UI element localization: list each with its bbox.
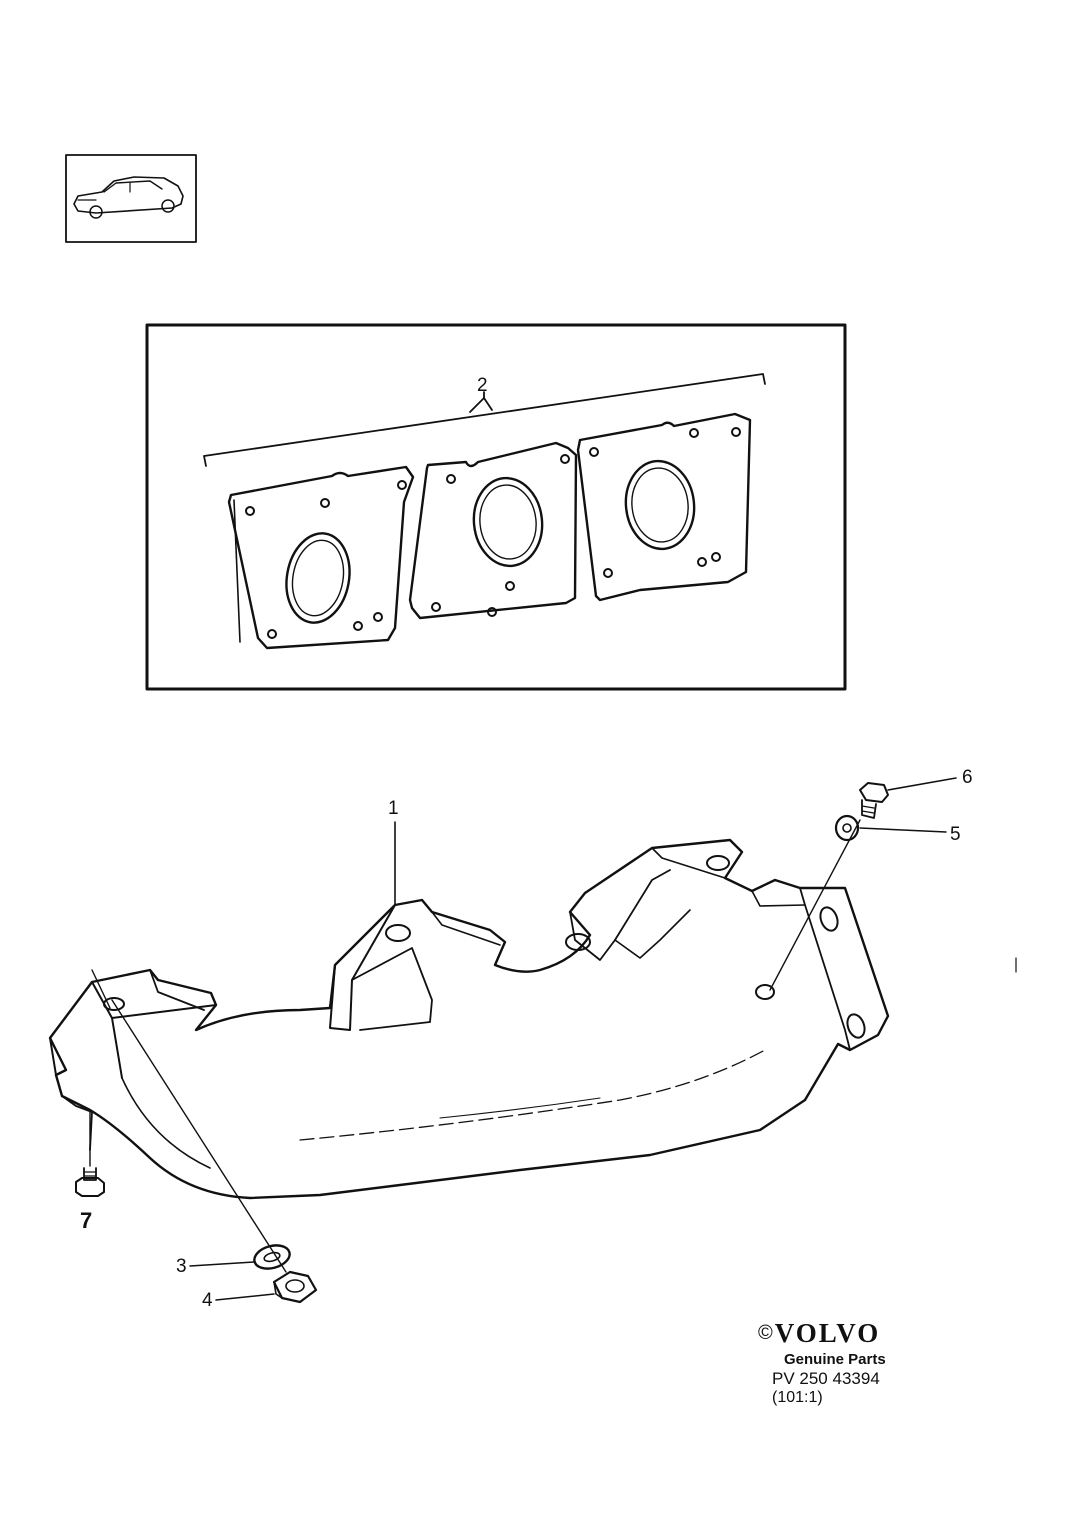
gasket-set-illustration[interactable]	[227, 412, 752, 650]
stud-icon[interactable]	[75, 1167, 105, 1197]
genuine-parts-text: Genuine Parts	[784, 1351, 886, 1368]
car-thumbnail-icon[interactable]	[65, 154, 197, 243]
leader-4	[215, 1293, 275, 1301]
part-code-prefix: PV 250	[772, 1369, 828, 1388]
callout-5: 5	[950, 824, 961, 845]
leader-stud-top	[91, 969, 111, 1009]
gasket-set-bracket	[203, 373, 766, 467]
leader-6	[887, 777, 957, 791]
copyright-symbol: ©	[758, 1322, 773, 1344]
leader-3	[189, 1261, 255, 1267]
leader-3-4	[111, 999, 287, 1273]
callout-3: 3	[176, 1256, 187, 1277]
volvo-brand-block: © VOLVO Genuine Parts PV 250 43394 (101:…	[758, 1318, 938, 1407]
washer-icon[interactable]	[834, 814, 860, 842]
gasket-set-frame	[145, 323, 847, 691]
leader-5	[859, 827, 947, 833]
leader-5-6-axis	[769, 819, 861, 991]
callout-4: 4	[202, 1290, 213, 1311]
callout-7: 7	[80, 1208, 92, 1233]
exhaust-manifold-illustration[interactable]	[48, 838, 890, 1200]
callout-2: 2	[477, 375, 488, 396]
diagram-ratio: (101:1)	[772, 1389, 823, 1406]
volvo-logo-text: VOLVO	[774, 1318, 881, 1348]
callout-1: 1	[388, 798, 399, 819]
bolt-icon[interactable]	[859, 782, 889, 819]
part-code: PV 250 43394	[772, 1369, 938, 1389]
part-code-number: 43394	[832, 1369, 880, 1388]
nut-icon[interactable]	[272, 1270, 318, 1304]
callout-6: 6	[962, 767, 973, 788]
washer-icon[interactable]	[252, 1242, 292, 1273]
